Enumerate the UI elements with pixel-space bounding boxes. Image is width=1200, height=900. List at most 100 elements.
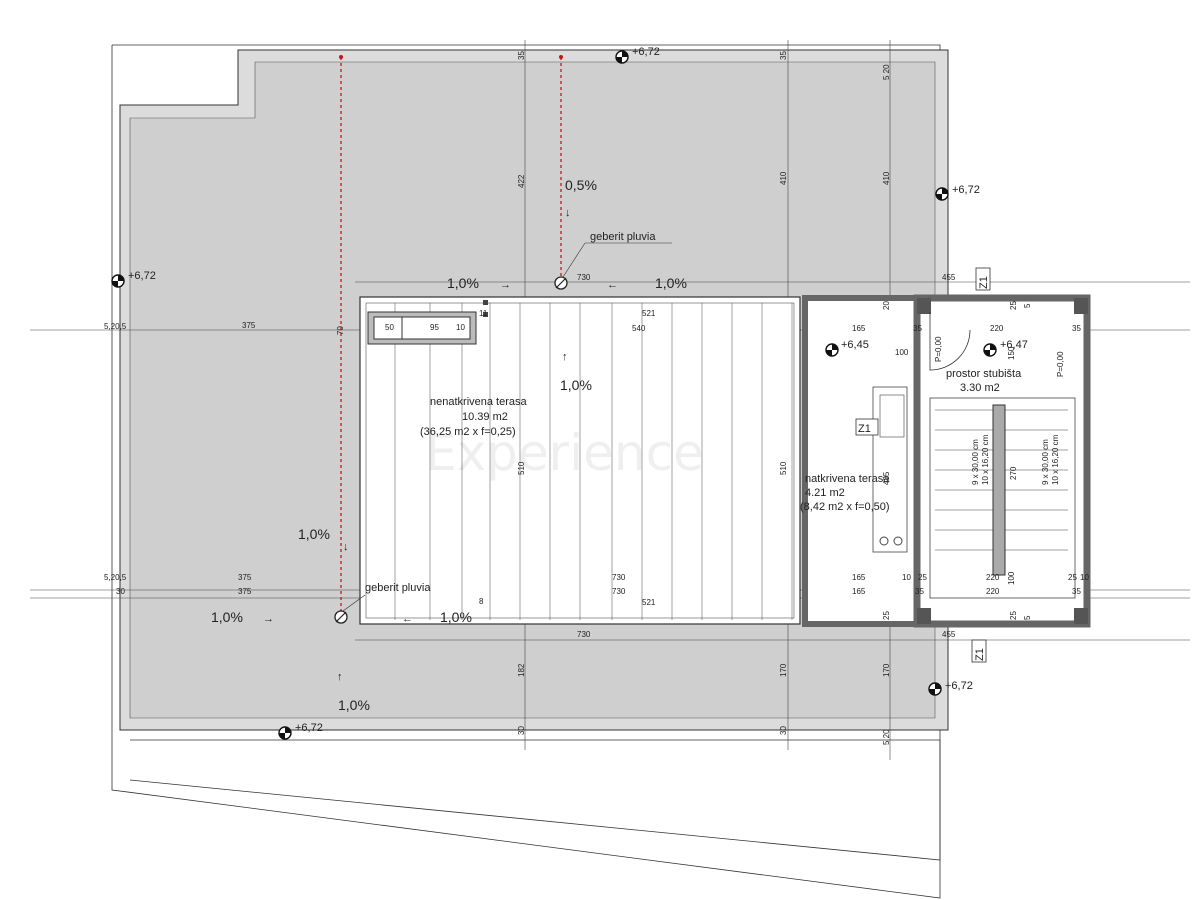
slope-label: 1,0%: [447, 275, 479, 291]
drain-point: [559, 55, 563, 59]
drain-icon: [554, 276, 568, 290]
slope-arrow-icon: ↓: [565, 207, 571, 219]
dimension-label: 100: [895, 348, 909, 357]
dimension-label: 30: [116, 587, 125, 596]
dimension-label: 730: [612, 587, 626, 596]
lower-site-line: [129, 739, 941, 861]
dimension-label: 25: [1068, 573, 1077, 582]
dimension-label: 375: [238, 587, 252, 596]
elevation-label: +6,72: [632, 46, 660, 58]
dimension-label: 5 20: [882, 729, 891, 745]
corner-post: [483, 312, 488, 317]
dimension-label: 25: [918, 573, 927, 582]
dimension-label: 95: [430, 323, 439, 332]
dimension-label: 5,20,5: [104, 573, 127, 582]
elevation-marker-icon: [278, 726, 292, 740]
corner-post: [483, 300, 488, 305]
drain-point: [339, 55, 343, 59]
room-area: 4.21 m2: [805, 487, 845, 499]
dimension-label: 50: [385, 323, 394, 332]
dimension-label: 270: [1009, 466, 1018, 480]
slope-label: 1,0%: [338, 697, 370, 713]
dimension-label: 730: [577, 630, 591, 639]
room-formula: (8,42 m2 x f=0,50): [800, 501, 890, 513]
terrace-decking: [394, 303, 793, 620]
terrace-inner-edge: [365, 302, 795, 619]
elevation-marker-icon: [615, 50, 629, 64]
slope-label: 1,0%: [211, 609, 243, 625]
dimension-label: 540: [632, 324, 646, 333]
section-mark: Z1: [974, 648, 986, 661]
dimension-label: 8: [479, 597, 484, 606]
room-formula: (36,25 m2 x f=0,25): [420, 426, 516, 438]
column: [1074, 298, 1088, 314]
dimension-label: 5 20: [882, 64, 891, 80]
dimension-label: 35: [779, 51, 788, 60]
slope-arrow-icon: ←: [402, 613, 413, 625]
stair-treads: [935, 409, 1068, 551]
column: [917, 608, 931, 624]
dimension-label: 730: [577, 273, 591, 282]
dimension-label: 170: [779, 663, 788, 677]
dimension-label: 182: [517, 663, 526, 677]
dimension-label: 730: [612, 573, 626, 582]
elevation-marker-icon: [928, 682, 942, 696]
column: [1074, 608, 1088, 624]
stair-core-wall: [992, 404, 1006, 576]
room-area: 10.39 m2: [462, 411, 508, 423]
dimension-label: 100: [1007, 571, 1016, 585]
dimension-label: 410: [779, 171, 788, 185]
dimension-label: 30: [779, 726, 788, 735]
slope-arrow-icon: ↓: [343, 541, 349, 553]
dimension-label: 35: [1072, 587, 1081, 596]
door-code: P=0,00: [1056, 351, 1065, 377]
elevation-label: +6,47: [1000, 339, 1028, 351]
slope-label: 1,0%: [655, 275, 687, 291]
dimension-label: 25: [882, 611, 891, 620]
leader-line: [342, 594, 366, 612]
elevation-marker-icon: [111, 274, 125, 288]
dimension-label: 510: [779, 461, 788, 475]
dimension-label: 10: [902, 573, 911, 582]
stair-spec: 9 x 30,00 cm: [971, 439, 980, 485]
dimension-label: 11: [479, 309, 488, 318]
slope-label: 1,0%: [560, 377, 592, 393]
dimension-label: 521: [642, 598, 656, 607]
dimension-label: 35: [517, 51, 526, 60]
dimension-label: 5,20,5: [104, 322, 127, 331]
elevation-marker-icon: [825, 343, 839, 357]
dimension-label: 150: [1007, 346, 1016, 360]
dimension-label: 375: [238, 573, 252, 582]
dimension-label: 5: [1023, 303, 1032, 308]
elevation-marker-icon: [935, 187, 949, 201]
dimension-label: 375: [242, 321, 256, 330]
door-code: P=0,00: [934, 336, 943, 362]
elevation-label: +6,72: [295, 722, 323, 734]
dimension-label: 35: [915, 587, 924, 596]
slope-arrow-icon: ↑: [337, 671, 343, 683]
dimension-label: 25: [1009, 301, 1018, 310]
room-name: natkrivena terasa: [805, 473, 890, 485]
slope-arrow-icon: ←: [607, 279, 618, 291]
dimension-label: 30: [517, 726, 526, 735]
dimension-label: 10: [456, 323, 465, 332]
kitchen-counter: [872, 386, 908, 553]
sink-icon: [879, 394, 905, 438]
elevation-label: +6,72: [952, 184, 980, 196]
elevation-label: +6,72: [128, 270, 156, 282]
dimension-label: 165: [852, 587, 866, 596]
slope-label: 1,0%: [298, 526, 330, 542]
stair-spec: 10 x 16,20 cm: [981, 434, 990, 485]
elevation-marker-icon: [983, 343, 997, 357]
dimension-label: 220: [986, 573, 1000, 582]
dimension-label: 35: [1072, 324, 1081, 333]
drain-label: geberit pluvia: [365, 582, 431, 594]
stair-spec: 10 x 16,20 cm: [1051, 434, 1060, 485]
dimension-label: 25: [1009, 611, 1018, 620]
slope-label: 1,0%: [440, 609, 472, 625]
slope-arrow-icon: →: [500, 279, 511, 291]
section-mark-box: [975, 267, 991, 291]
dimension-label: 70: [336, 326, 345, 335]
elevation-label: +6,72: [945, 680, 973, 692]
